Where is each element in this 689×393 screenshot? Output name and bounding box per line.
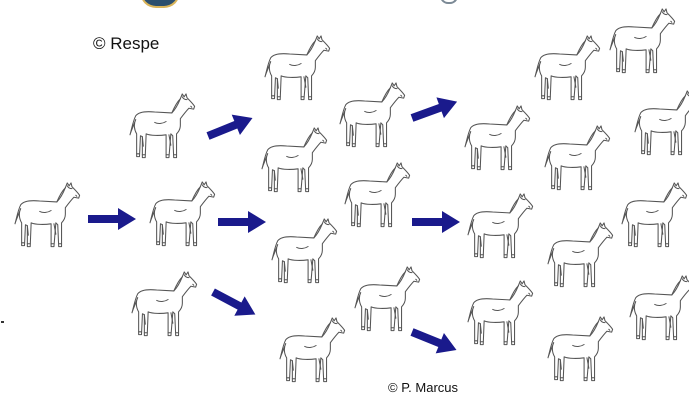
horse-icon bbox=[635, 91, 689, 155]
horse-icon bbox=[272, 219, 337, 283]
horse-icon bbox=[548, 317, 613, 381]
horse-icon bbox=[345, 163, 410, 227]
horses-layer bbox=[15, 9, 689, 382]
horse-icon bbox=[280, 318, 345, 382]
arrow-icon-up-right bbox=[408, 91, 461, 128]
horse-icon bbox=[468, 194, 533, 258]
arrow-icon-up-right bbox=[88, 208, 136, 230]
horse-icon bbox=[355, 267, 420, 331]
arrow-icon-right bbox=[218, 211, 266, 233]
horse-icon bbox=[132, 272, 197, 336]
horse-icon bbox=[610, 9, 675, 73]
horse-icon bbox=[535, 36, 600, 100]
arrow-icon-down-right bbox=[408, 322, 461, 360]
horse-icon bbox=[15, 183, 80, 247]
arrow-icon-down-right bbox=[208, 282, 261, 324]
horse-icon bbox=[545, 126, 610, 190]
horse-icon bbox=[468, 281, 533, 345]
horse-icon bbox=[265, 36, 330, 100]
horse-icon bbox=[340, 83, 405, 147]
horse-icon bbox=[630, 276, 689, 340]
horse-icon bbox=[262, 128, 327, 192]
horse-icon bbox=[622, 183, 687, 247]
horse-icon bbox=[150, 182, 215, 246]
horse-icon bbox=[548, 223, 613, 287]
horse-icon bbox=[130, 94, 195, 158]
arrow-icon-right bbox=[204, 108, 257, 146]
horse-icon bbox=[465, 106, 530, 170]
arrow-icon-right bbox=[412, 211, 460, 233]
